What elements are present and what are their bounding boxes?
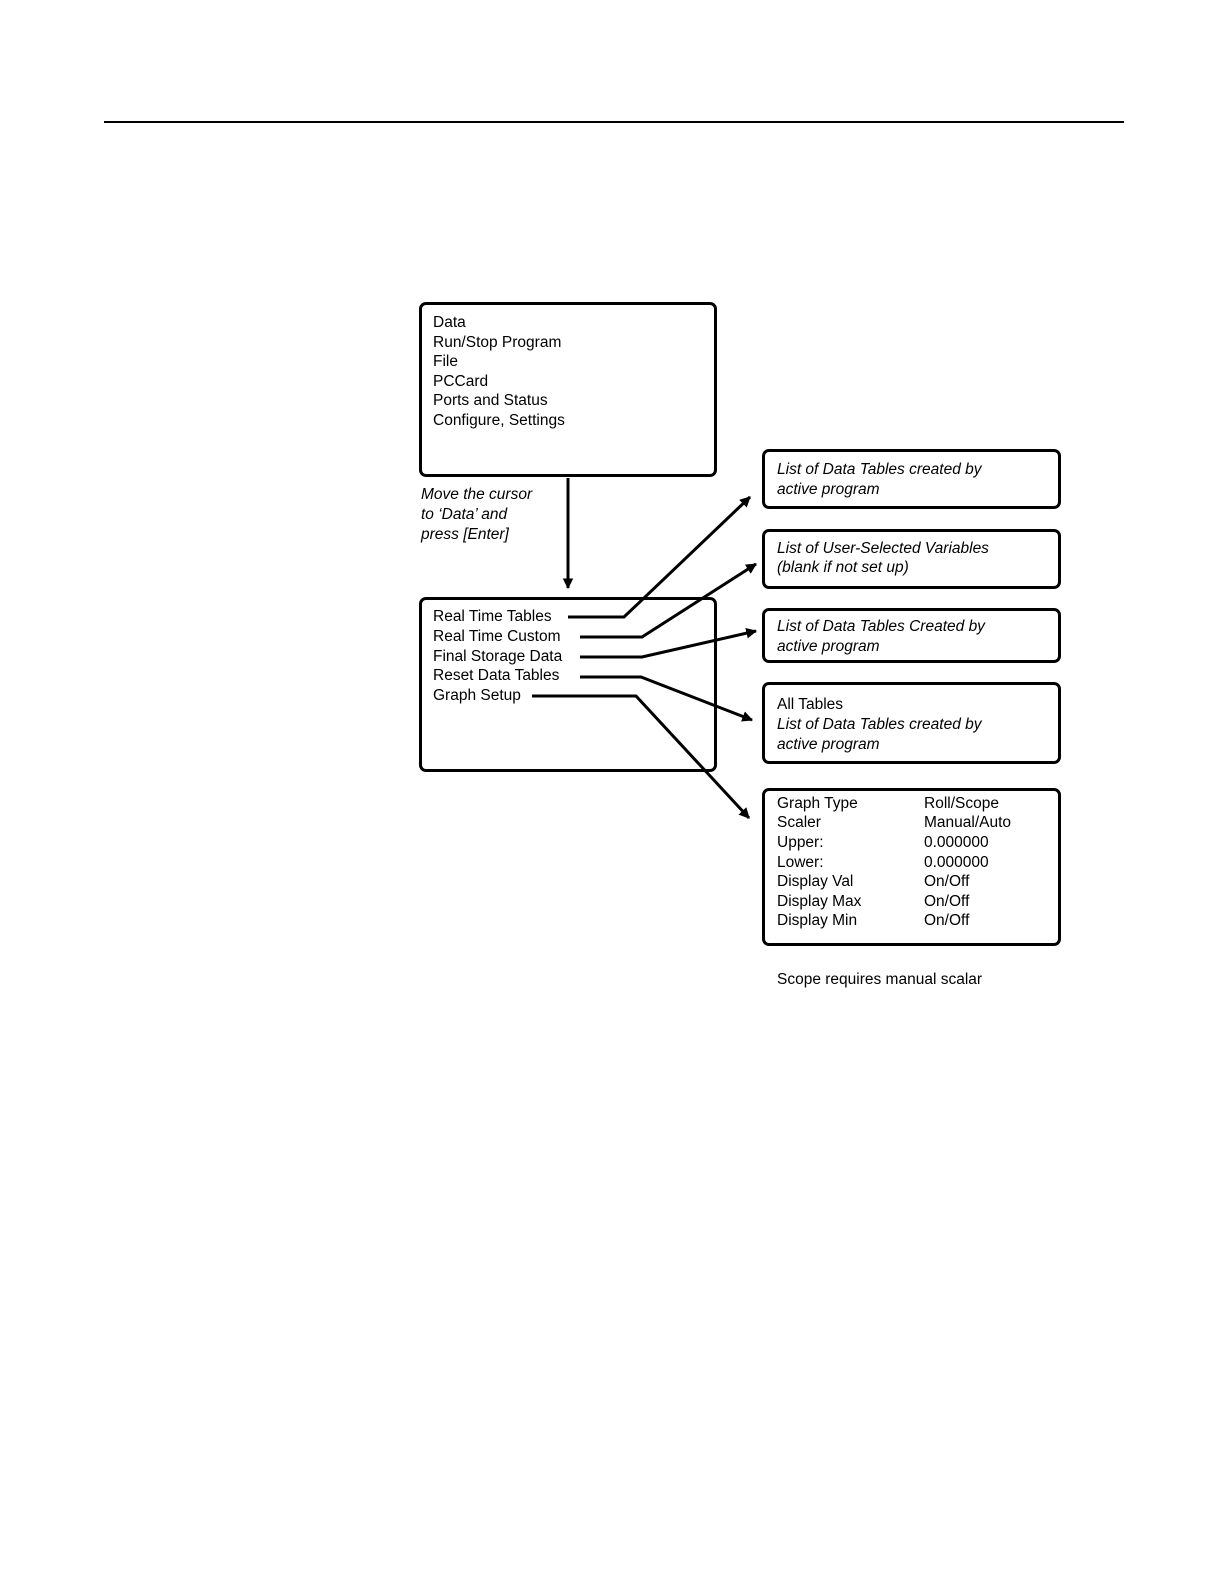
graph-setup-value: 0.000000 [924,834,989,851]
real-time-custom-box [762,529,1061,589]
main-menu-item-ports-and-status[interactable]: Ports and Status [433,392,548,409]
main-menu-item-data[interactable]: Data [433,314,466,331]
graph-setup-label[interactable]: Scaler [777,814,821,831]
real-time-tables-line-2: active program [777,481,880,498]
main-menu-item-file[interactable]: File [433,353,458,370]
graph-setup-label[interactable]: Upper: [777,834,824,851]
final-storage-line-2: active program [777,638,880,655]
reset-tables-line-2: active program [777,736,880,753]
graph-setup-value: On/Off [924,912,970,929]
instruction-line-3: press [Enter] [421,526,509,543]
header-rule [104,121,1124,123]
reset-tables-all-tables[interactable]: All Tables [777,696,844,713]
graph-setup-value: On/Off [924,873,970,890]
scope-note: Scope requires manual scalar [777,971,983,988]
reset-tables-box [762,682,1061,764]
main-menu-box [419,302,717,477]
graph-setup-value: 0.000000 [924,854,989,871]
data-menu-item-final-storage-data[interactable]: Final Storage Data [433,648,563,665]
data-menu-item-graph-setup[interactable]: Graph Setup [433,687,521,704]
graph-setup-label[interactable]: Display Min [777,912,858,929]
data-menu-item-reset-data-tables[interactable]: Reset Data Tables [433,667,560,684]
graph-setup-label[interactable]: Display Max [777,893,862,910]
graph-setup-value: Roll/Scope [924,795,999,812]
graph-setup-box [762,788,1061,946]
instruction-line-2: to ‘Data’ and [421,506,508,523]
main-menu-item-pccard[interactable]: PCCard [433,373,489,390]
graph-setup-value: Manual/Auto [924,814,1012,831]
main-menu-item-configure-settings[interactable]: Configure, Settings [433,412,565,429]
final-storage-line-1: List of Data Tables Created by [777,618,985,635]
reset-tables-line-1: List of Data Tables created by [777,716,982,733]
real-time-custom-line-2: (blank if not set up) [777,559,909,576]
data-menu-item-real-time-custom[interactable]: Real Time Custom [433,628,561,645]
main-menu-item-run-stop-program[interactable]: Run/Stop Program [433,334,562,351]
graph-setup-label[interactable]: Graph Type [777,795,858,812]
graph-setup-label[interactable]: Lower: [777,854,824,871]
real-time-custom-line-1: List of User-Selected Variables [777,540,989,557]
real-time-tables-line-1: List of Data Tables created by [777,461,982,478]
graph-setup-value: On/Off [924,893,970,910]
final-storage-box [762,608,1061,663]
graph-setup-label[interactable]: Display Val [777,873,854,890]
instruction-line-1: Move the cursor [421,486,533,503]
real-time-tables-box [762,449,1061,509]
data-menu-item-real-time-tables[interactable]: Real Time Tables [433,608,552,625]
